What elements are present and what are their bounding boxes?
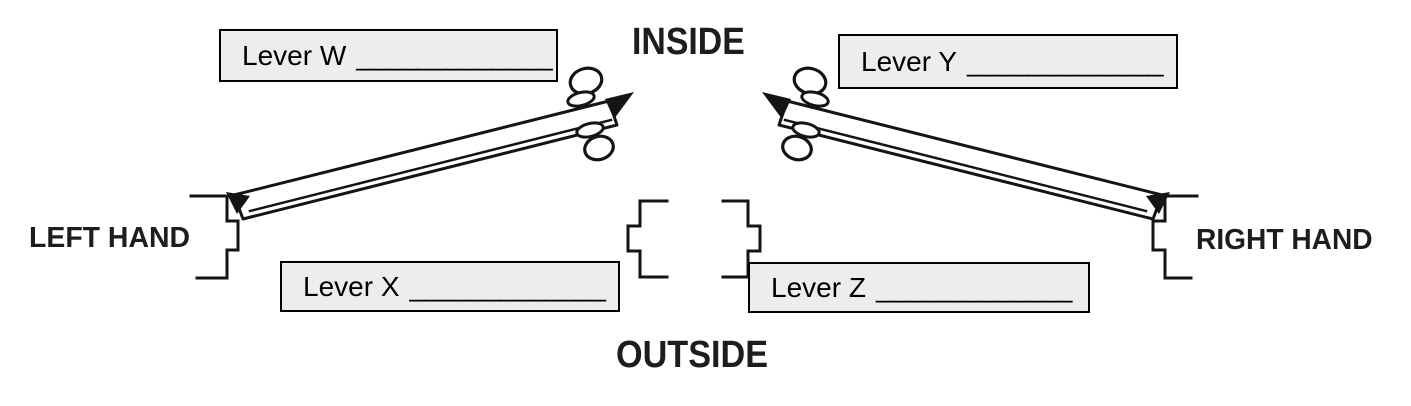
right-door-inside-rosette (800, 90, 830, 108)
right-hand-label: RIGHT HAND (1196, 224, 1373, 256)
lever-y-label: Lever Y (861, 45, 957, 77)
left-door-swing-arrow-icon (605, 92, 634, 119)
lever-w-label: Lever W (242, 39, 347, 71)
lever-w-box[interactable]: Lever W _____________ (219, 29, 558, 82)
left-door-outside-rosette (575, 121, 605, 139)
lever-z-blank[interactable]: _____________ (875, 271, 1072, 303)
right-door-hinge-wedge (1146, 192, 1170, 214)
right-door-outside-knob (781, 134, 813, 162)
lever-x-box[interactable]: Lever X _____________ (280, 261, 620, 312)
inside-label: INSIDE (632, 21, 745, 63)
right-door (762, 66, 1170, 221)
lever-z-label: Lever Z (771, 271, 866, 303)
lever-x-label: Lever X (303, 270, 400, 302)
left-hinge-jamb (189, 194, 240, 280)
right-door-swing-arrow-icon (762, 92, 791, 119)
left-door-slab (232, 99, 619, 221)
left-door-inside-rosette (566, 90, 596, 108)
lever-y-blank[interactable]: _____________ (967, 45, 1163, 77)
left-door-hinge-wedge (226, 192, 250, 214)
left-hand-label: LEFT HAND (29, 222, 191, 254)
left-strike-jamb (626, 199, 669, 279)
lever-z-box[interactable]: Lever Z _____________ (748, 262, 1090, 313)
left-door-outside-knob (583, 134, 615, 162)
right-door-outside-rosette (791, 121, 821, 139)
right-door-edge-line (783, 118, 1148, 213)
lever-x-blank[interactable]: _____________ (409, 270, 606, 302)
lever-w-blank[interactable]: _____________ (356, 39, 553, 71)
right-door-slab (777, 99, 1164, 221)
outside-label: OUTSIDE (616, 334, 769, 376)
lever-y-box[interactable]: Lever Y _____________ (838, 34, 1178, 89)
left-door-edge-line (248, 118, 613, 213)
left-door (226, 66, 634, 221)
